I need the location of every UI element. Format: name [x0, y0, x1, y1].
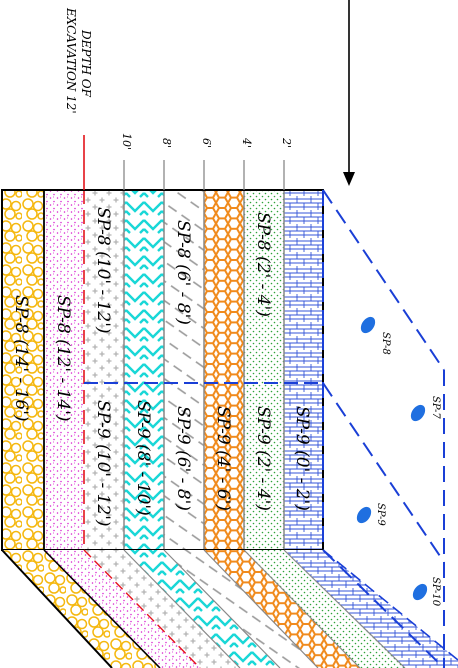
label-sp9-10-12: SP-9 (10' - 12') — [93, 400, 113, 527]
label-sp8-10-12: SP-8 (10' - 12') — [93, 207, 113, 334]
boring-marker-sp9: SP-9 — [356, 503, 386, 526]
svg-text:SP-7: SP-7 — [430, 396, 441, 419]
layer-band-1 — [284, 190, 323, 550]
label-sp9-4-6: SP-9 (4' - 6') — [213, 406, 233, 511]
label-sp9-8-10: SP-9 (8' - 10') — [133, 400, 153, 516]
svg-text:SP-9: SP-9 — [375, 503, 386, 526]
boring-marker-sp8: SP-8 — [360, 316, 391, 355]
layer-labels: SP-9 (0' - 2') SP-8 (2' - 4') SP-9 (2' -… — [11, 207, 312, 527]
excavation-indicator: DEPTH OF EXCAVATION 12' — [64, 7, 93, 190]
boring-marker-sp7: SP-7 — [410, 396, 441, 422]
plan-view — [322, 189, 445, 668]
layer-band-3 — [204, 190, 244, 550]
svg-text:SP-8: SP-8 — [380, 332, 391, 355]
label-sp9-6-8: SP-9 (6' - 8') — [173, 406, 193, 511]
layer-band-5 — [124, 190, 164, 550]
side-face — [1, 549, 458, 668]
boring-marker-sp10: SP-10 — [412, 577, 441, 607]
label-sp8-6-8: SP-8 (6' - 8') — [173, 220, 193, 325]
depth-tick-2: 2' — [280, 137, 293, 148]
layer-band-4 — [164, 190, 204, 550]
front-face — [1, 189, 324, 551]
depth-scale: 2' 4' 6' 8' 10' — [120, 133, 293, 190]
layer-band-7 — [44, 190, 84, 550]
depth-tick-6: 6' — [200, 138, 213, 148]
excavation-label-line2: EXCAVATION 12' — [64, 7, 78, 114]
svg-text:SP-10: SP-10 — [430, 577, 441, 607]
excavation-label-line1: DEPTH OF — [79, 29, 93, 98]
depth-tick-4: 4' — [240, 137, 253, 148]
depth-tick-10: 10' — [120, 133, 133, 150]
depth-tick-8: 8' — [160, 138, 173, 148]
boring-markers: SP-8 SP-7 SP-9 SP-10 — [356, 316, 441, 607]
depth-arrow — [343, 0, 355, 186]
label-sp8-2-4: SP-8 (2' - 4') — [253, 212, 273, 317]
label-sp8-12-14: SP-8 (12' - 14') — [53, 295, 73, 422]
layer-band-2 — [244, 190, 284, 550]
layer-band-8 — [2, 190, 44, 550]
layer-band-6 — [84, 190, 124, 550]
label-sp9-0-2: SP-9 (0' - 2') — [292, 406, 312, 511]
label-sp9-2-4: SP-9 (2' - 4') — [253, 406, 273, 511]
label-sp8-14-16: SP-8 (14' - 16') — [11, 295, 31, 422]
